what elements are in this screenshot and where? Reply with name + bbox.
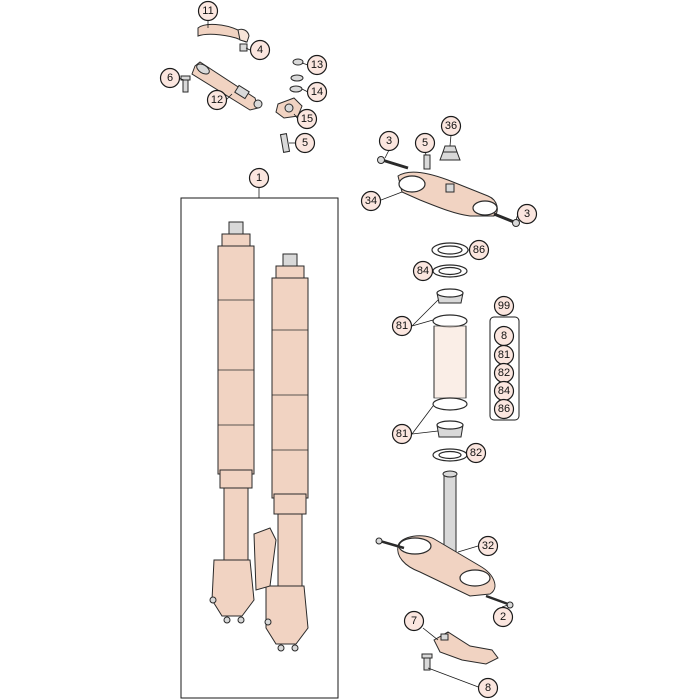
bolt-6 <box>180 75 191 93</box>
svg-text:84: 84 <box>498 385 510 397</box>
callout-34[interactable]: 34 <box>360 190 382 212</box>
nut-36 <box>439 145 461 161</box>
callout-1[interactable]: 1 <box>248 167 270 189</box>
svg-text:8: 8 <box>485 682 491 694</box>
clamp-15 <box>275 97 303 119</box>
nut-4 <box>239 43 248 52</box>
svg-text:15: 15 <box>301 113 313 125</box>
callout-5-top[interactable]: 5 <box>294 132 316 154</box>
svg-text:5: 5 <box>422 137 428 149</box>
kit-callout-82[interactable]: 82 <box>493 362 515 384</box>
svg-text:11: 11 <box>202 5 213 17</box>
callout-2[interactable]: 2 <box>492 606 514 628</box>
fork-leg-right <box>264 253 309 652</box>
lower-triple-clamp-32 <box>397 535 496 597</box>
svg-text:81: 81 <box>498 349 510 361</box>
fork-assembly-frame <box>180 197 339 699</box>
svg-text:6: 6 <box>167 72 173 84</box>
seal-86 <box>431 242 469 258</box>
fork-leg-left <box>209 221 255 624</box>
bearing-81-upper <box>436 288 464 304</box>
svg-text:1: 1 <box>256 172 262 184</box>
brake-line-bracket-7 <box>433 631 499 665</box>
svg-text:82: 82 <box>470 447 482 459</box>
callout-81-lower[interactable]: 81 <box>391 423 413 445</box>
bolt-5-upper <box>423 154 431 170</box>
bolt-8 <box>421 653 433 671</box>
callout-86[interactable]: 86 <box>468 239 490 261</box>
svg-text:8: 8 <box>501 330 507 342</box>
callout-8[interactable]: 8 <box>477 677 499 699</box>
callout-4[interactable]: 4 <box>249 39 271 61</box>
leader-lines <box>177 20 519 689</box>
svg-text:32: 32 <box>482 540 494 552</box>
upper-triple-clamp <box>397 171 498 217</box>
callout-36[interactable]: 36 <box>440 115 462 137</box>
kit-callout-99[interactable]: 99 <box>493 295 515 317</box>
callout-3-upper-right[interactable]: 3 <box>516 203 538 225</box>
steering-head-tube <box>433 325 467 399</box>
bearing-81-lower <box>436 420 464 438</box>
svg-text:86: 86 <box>473 244 485 256</box>
svg-text:36: 36 <box>445 120 457 132</box>
svg-text:82: 82 <box>498 367 510 379</box>
callout-12[interactable]: 12 <box>206 89 228 111</box>
bolt-2-lower-right <box>485 594 514 609</box>
svg-text:3: 3 <box>524 208 530 220</box>
steering-stem <box>442 470 458 563</box>
bearing-race-81-lower <box>432 397 468 411</box>
kit-callout-86[interactable]: 86 <box>493 398 515 420</box>
bolt-3-upper-left <box>377 156 409 170</box>
svg-text:81: 81 <box>396 320 408 332</box>
seal-82 <box>432 448 468 462</box>
bolt-3-upper-right <box>493 212 520 227</box>
callout-84[interactable]: 84 <box>412 260 434 282</box>
svg-text:34: 34 <box>365 195 377 207</box>
callout-5-upper[interactable]: 5 <box>414 132 436 154</box>
washer-13 <box>292 58 304 66</box>
svg-text:86: 86 <box>498 403 510 415</box>
ring-84 <box>432 264 468 278</box>
steering-damper-bracket <box>197 23 250 43</box>
callout-13[interactable]: 13 <box>306 54 328 76</box>
svg-text:3: 3 <box>386 135 392 147</box>
callout-81-upper[interactable]: 81 <box>391 315 413 337</box>
steering-damper-body <box>191 61 263 111</box>
svg-text:4: 4 <box>257 44 263 56</box>
callout-7[interactable]: 7 <box>403 610 425 632</box>
kit-callout-8[interactable]: 8 <box>493 325 515 347</box>
svg-text:13: 13 <box>311 59 323 71</box>
callout-14[interactable]: 14 <box>306 81 328 103</box>
svg-text:14: 14 <box>311 86 323 98</box>
bolt-5-top <box>279 133 291 153</box>
svg-text:2: 2 <box>500 611 506 623</box>
svg-text:5: 5 <box>302 137 308 149</box>
washer-14 <box>289 74 304 93</box>
svg-text:84: 84 <box>417 265 429 277</box>
bolt-2-lower-left <box>375 537 405 550</box>
brake-caliper-mount <box>253 527 277 591</box>
bearing-race-81-upper <box>432 314 468 328</box>
callout-15[interactable]: 15 <box>296 108 318 130</box>
callout-11[interactable]: 11 <box>197 0 219 22</box>
svg-text:12: 12 <box>211 94 223 106</box>
kit-callout-84[interactable]: 84 <box>493 380 515 402</box>
svg-text:7: 7 <box>411 615 417 627</box>
callout-3-upper-left[interactable]: 3 <box>378 130 400 152</box>
callout-32[interactable]: 32 <box>477 535 499 557</box>
svg-text:81: 81 <box>396 428 408 440</box>
callout-6[interactable]: 6 <box>159 67 181 89</box>
callout-82[interactable]: 82 <box>465 442 487 464</box>
kit-callout-81[interactable]: 81 <box>493 344 515 366</box>
svg-text:99: 99 <box>498 300 510 312</box>
